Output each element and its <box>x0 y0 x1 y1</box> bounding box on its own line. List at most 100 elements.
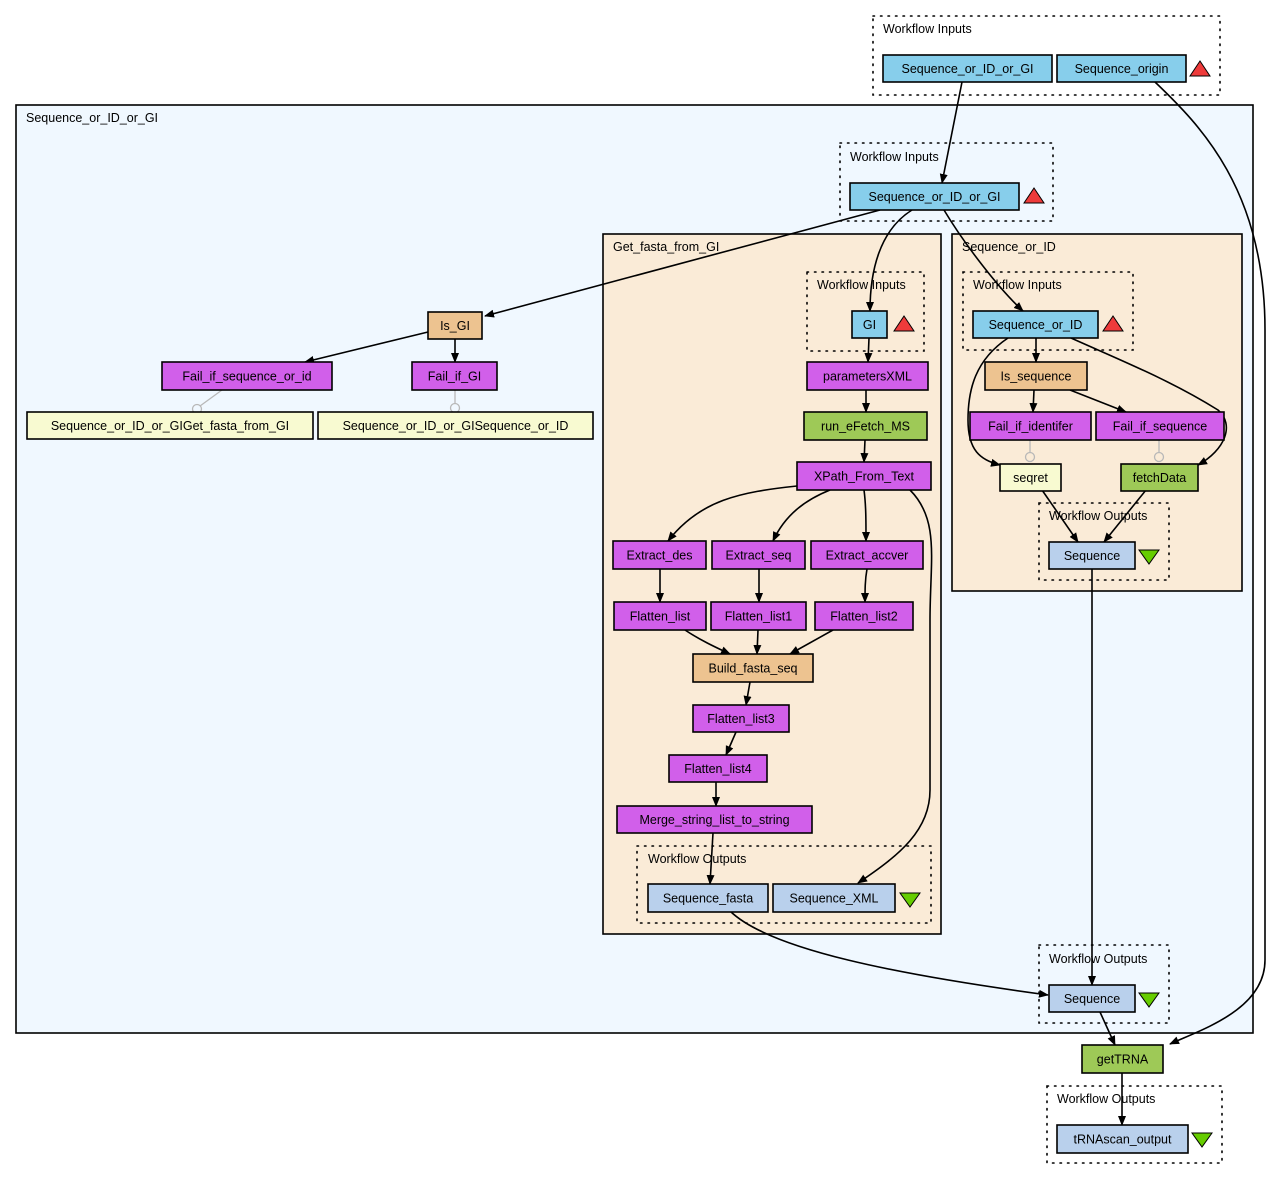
node-const-gfg[interactable]: Sequence_or_ID_or_GIGet_fasta_from_GI <box>26 411 314 440</box>
node-box[interactable] <box>411 361 498 391</box>
node-box[interactable] <box>972 310 1099 339</box>
node-build-fasta[interactable]: Build_fasta_seq <box>692 653 814 683</box>
node-xpath[interactable]: XPath_From_Text <box>796 461 932 491</box>
output-port-triangle-icon <box>1191 1132 1213 1148</box>
node-box[interactable] <box>613 601 707 631</box>
node-box[interactable] <box>692 653 814 683</box>
node-box[interactable] <box>814 601 914 631</box>
node-box[interactable] <box>427 311 483 340</box>
node-label: Extract_accver <box>826 549 909 563</box>
node-fail-sequence[interactable]: Fail_if_sequence <box>1095 411 1225 441</box>
node-box[interactable] <box>26 411 314 440</box>
node-trnascan-output[interactable]: tRNAscan_output <box>1056 1124 1189 1154</box>
node-label: Sequence_XML <box>790 892 879 906</box>
edge-outer-sequence-to-gettrna <box>1099 1011 1116 1046</box>
cluster-top-inputs <box>872 15 1221 96</box>
node-box[interactable] <box>616 805 813 834</box>
node-flatten-list4[interactable]: Flatten_list4 <box>668 754 768 783</box>
node-outer-out-seq[interactable]: Sequence <box>1048 984 1136 1013</box>
node-inner-in-seq-gi[interactable]: Sequence_or_ID_or_GI <box>849 182 1020 211</box>
node-flatten-list1[interactable]: Flatten_list1 <box>710 601 807 631</box>
edge-inner-input-to-gi <box>866 209 913 312</box>
node-in-seq-gi[interactable]: Sequence_or_ID_or_GI <box>882 54 1053 83</box>
node-box[interactable] <box>647 883 769 913</box>
cluster-title-outer-outputs: Workflow Outputs <box>1049 952 1147 966</box>
edge-inner-input-to-seq-or-id <box>943 209 1024 312</box>
node-box[interactable] <box>796 461 932 491</box>
node-box[interactable] <box>317 411 594 440</box>
node-box[interactable] <box>161 361 333 391</box>
cluster-gfg-inputs <box>806 271 925 352</box>
node-extract-seq[interactable]: Extract_seq <box>711 540 806 570</box>
node-box[interactable] <box>1081 1044 1164 1074</box>
node-box[interactable] <box>711 540 806 570</box>
node-flatten-list[interactable]: Flatten_list <box>613 601 707 631</box>
node-fetchData[interactable]: fetchData <box>1120 463 1199 492</box>
node-label: Sequence_or_ID_or_GI <box>901 62 1033 76</box>
output-port-triangle-icon <box>899 892 921 908</box>
node-label: XPath_From_Text <box>814 470 915 484</box>
output-port-triangle-icon <box>1138 549 1160 565</box>
node-box[interactable] <box>1095 411 1225 441</box>
node-label: Flatten_list <box>630 610 691 624</box>
node-getTRNA[interactable]: getTRNA <box>1081 1044 1164 1074</box>
node-box[interactable] <box>710 601 807 631</box>
node-gi[interactable]: GI <box>851 310 888 339</box>
node-extract-accver[interactable]: Extract_accver <box>810 540 924 570</box>
cluster-title-final-outputs: Workflow Outputs <box>1057 1092 1155 1106</box>
node-in-seq-origin[interactable]: Sequence_origin <box>1056 54 1187 83</box>
node-label: Sequence <box>1064 549 1120 563</box>
control-link-marker <box>1024 451 1036 463</box>
node-extract-des[interactable]: Extract_des <box>612 540 707 570</box>
node-run-efetch[interactable]: run_eFetch_MS <box>803 411 928 441</box>
node-box[interactable] <box>969 411 1092 441</box>
node-box[interactable] <box>1056 54 1187 83</box>
edge-merge-to-fasta <box>706 832 715 885</box>
node-label: Sequence_or_ID_or_GISequence_or_ID <box>343 419 569 433</box>
cluster-outer-inputs <box>839 142 1054 222</box>
node-parametersXML[interactable]: parametersXML <box>806 361 929 391</box>
node-box[interactable] <box>803 411 928 441</box>
node-merge[interactable]: Merge_string_list_to_string <box>616 805 813 834</box>
cluster-title-soi: Sequence_or_ID <box>962 240 1056 254</box>
edge-seq-or-id-to-fetchdata <box>1070 337 1228 466</box>
node-flatten-list3[interactable]: Flatten_list3 <box>692 704 790 733</box>
cluster-title-outer-inputs: Workflow Inputs <box>850 150 939 164</box>
node-box[interactable] <box>984 361 1088 391</box>
node-box[interactable] <box>1048 541 1136 570</box>
node-label: tRNAscan_output <box>1074 1133 1173 1147</box>
node-seq-or-id[interactable]: Sequence_or_ID <box>972 310 1099 339</box>
node-out-xml[interactable]: Sequence_XML <box>772 883 896 913</box>
node-out-fasta[interactable]: Sequence_fasta <box>647 883 769 913</box>
node-box[interactable] <box>772 883 896 913</box>
node-fail-gi[interactable]: Fail_if_GI <box>411 361 498 391</box>
input-port-triangle-icon <box>893 315 915 332</box>
node-box[interactable] <box>692 704 790 733</box>
node-box[interactable] <box>851 310 888 339</box>
edge-seqret-to-soi-sequence <box>1041 489 1079 543</box>
node-box[interactable] <box>612 540 707 570</box>
node-label: Fail_if_identifer <box>988 420 1073 434</box>
node-is-gi[interactable]: Is_GI <box>427 311 483 340</box>
node-box[interactable] <box>882 54 1053 83</box>
node-const-soi[interactable]: Sequence_or_ID_or_GISequence_or_ID <box>317 411 594 440</box>
node-label: Build_fasta_seq <box>709 662 798 676</box>
node-box[interactable] <box>1056 1124 1189 1154</box>
node-flatten-list2[interactable]: Flatten_list2 <box>814 601 914 631</box>
node-fail-seq-id[interactable]: Fail_if_sequence_or_id <box>161 361 333 391</box>
node-box[interactable] <box>1048 984 1136 1013</box>
node-seqret[interactable]: seqret <box>999 463 1062 492</box>
node-box[interactable] <box>806 361 929 391</box>
node-box[interactable] <box>1120 463 1199 492</box>
node-box[interactable] <box>999 463 1062 492</box>
node-box[interactable] <box>668 754 768 783</box>
node-soi-out-seq[interactable]: Sequence <box>1048 541 1136 570</box>
node-is-sequence[interactable]: Is_sequence <box>984 361 1088 391</box>
node-fail-identifer[interactable]: Fail_if_identifer <box>969 411 1092 441</box>
node-box[interactable] <box>810 540 924 570</box>
node-label: parametersXML <box>823 370 912 384</box>
node-label: Fail_if_sequence_or_id <box>182 370 311 384</box>
cluster-final-outputs <box>1046 1085 1223 1164</box>
edge-is-gi-to-fail-seq-id <box>304 331 429 364</box>
node-box[interactable] <box>849 182 1020 211</box>
